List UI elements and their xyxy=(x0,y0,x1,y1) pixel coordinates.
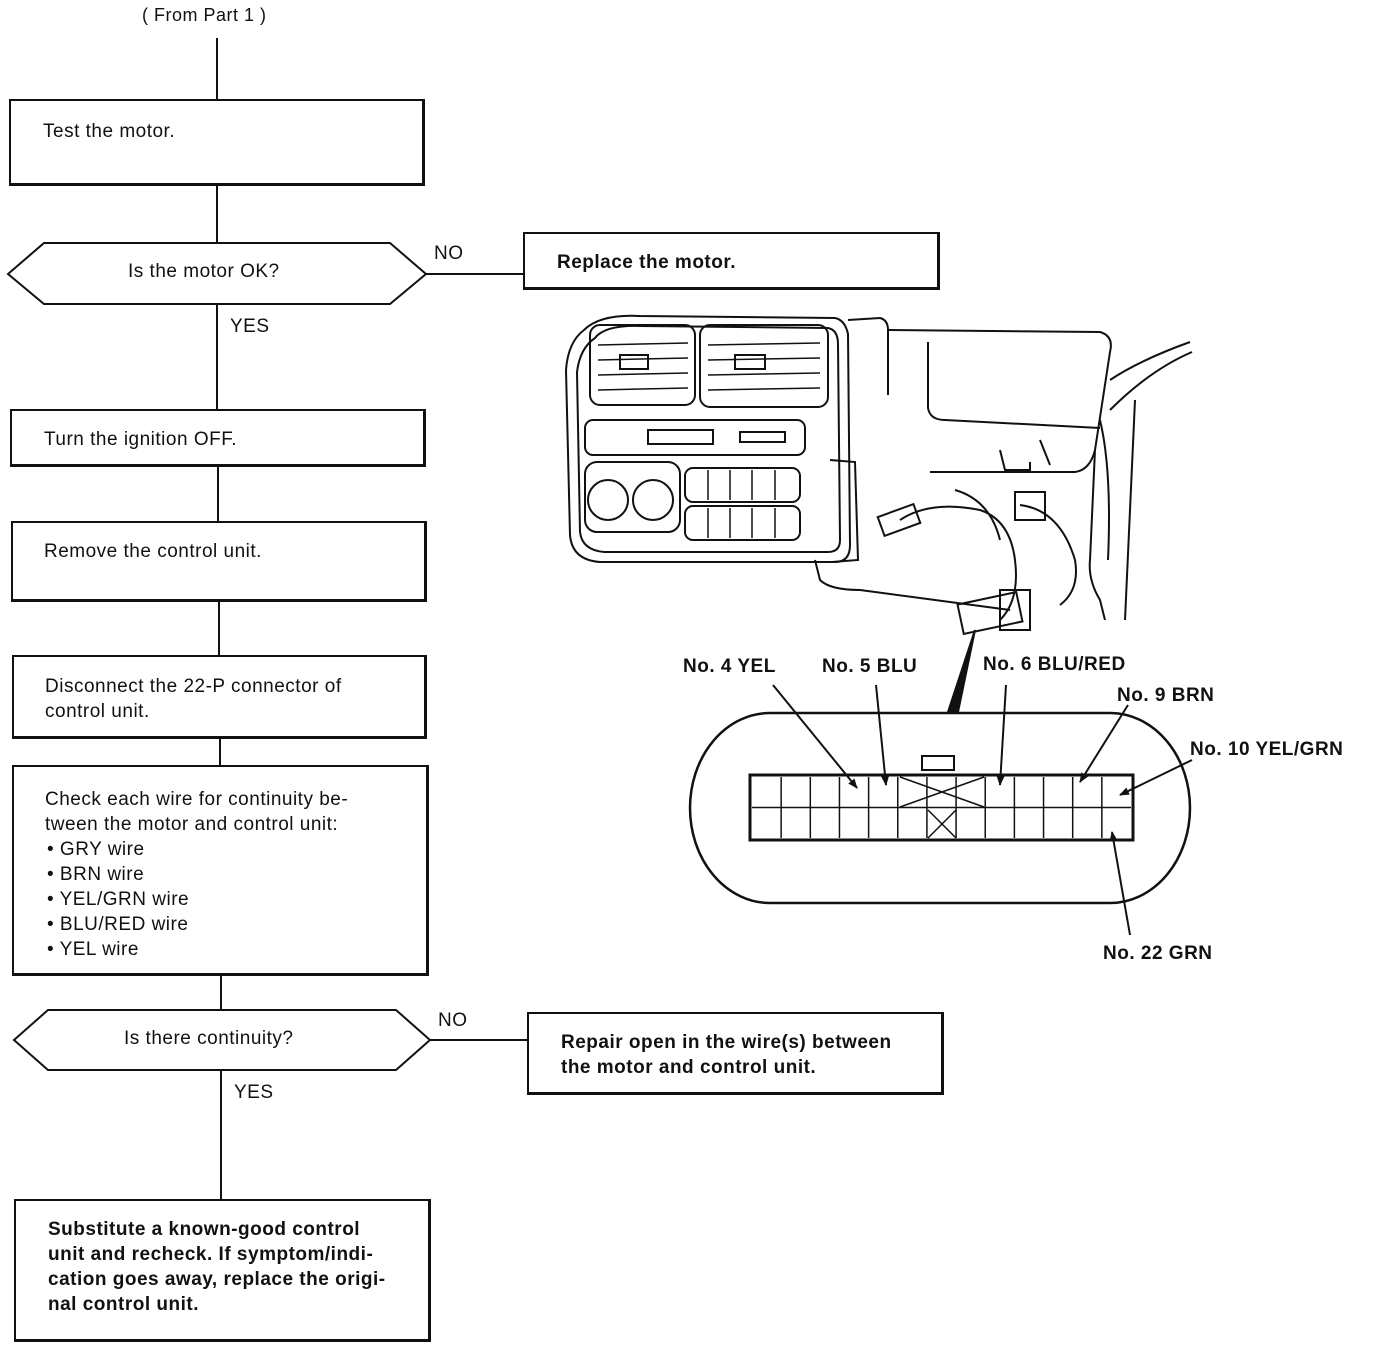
arrow-pin6 xyxy=(996,684,1007,786)
pin4-label: No. 4 YEL xyxy=(683,656,776,677)
arrow-pin4 xyxy=(772,684,858,789)
pin22-label: No. 22 GRN xyxy=(1103,943,1213,964)
yes-label-2: YES xyxy=(234,1082,274,1103)
step-replace-motor: Replace the motor. xyxy=(523,232,940,290)
step-replace-motor-text: Replace the motor. xyxy=(557,252,736,273)
step-substitute: Substitute a known-good control unit and… xyxy=(14,1199,431,1342)
step-repair: Repair open in the wire(s) between the m… xyxy=(527,1012,944,1095)
connector-22p-view xyxy=(688,711,1192,905)
pin9-label: No. 9 BRN xyxy=(1117,685,1215,706)
no-label-1: NO xyxy=(434,243,464,264)
from-part-label: ( From Part 1 ) xyxy=(142,5,267,25)
step-check-wires: Check each wire for continuity be- tween… xyxy=(12,765,429,976)
step-test-motor-text: Test the motor. xyxy=(43,121,176,142)
pin5-label: No. 5 BLU xyxy=(822,656,918,677)
wire-item: • BLU/RED wire xyxy=(47,914,189,935)
dashboard-illustration xyxy=(564,314,1193,713)
yes-label-1: YES xyxy=(230,316,270,337)
step-repair-text: Repair open in the wire(s) between the m… xyxy=(561,1032,892,1078)
step-disconnect-text: Disconnect the 22-P connector of control… xyxy=(45,676,342,722)
step-substitute-text: Substitute a known-good control unit and… xyxy=(48,1219,386,1315)
arrow-pin9 xyxy=(1079,704,1129,783)
decision-continuity xyxy=(12,1009,432,1071)
no-label-2: NO xyxy=(438,1010,468,1031)
arrow-pin22 xyxy=(1109,831,1131,936)
step-test-motor: Test the motor. xyxy=(9,99,425,186)
decision-continuity-text: Is there continuity? xyxy=(124,1028,294,1049)
step-disconnect: Disconnect the 22-P connector of control… xyxy=(12,655,427,739)
step-remove-unit-text: Remove the control unit. xyxy=(44,541,262,562)
wire-item: • GRY wire xyxy=(47,839,145,860)
arrow-pin5 xyxy=(875,684,890,786)
arrow-pin10 xyxy=(1119,759,1193,796)
wire-item: • BRN wire xyxy=(47,864,145,885)
pin-leader-arrows xyxy=(772,684,1193,936)
step-remove-unit: Remove the control unit. xyxy=(11,521,427,602)
pin10-label: No. 10 YEL/GRN xyxy=(1190,739,1344,760)
step-turn-ignition: Turn the ignition OFF. xyxy=(10,409,426,467)
step-check-intro: Check each wire for continuity be- tween… xyxy=(45,789,349,835)
wire-item: • YEL wire xyxy=(47,939,139,960)
step-turn-ignition-text: Turn the ignition OFF. xyxy=(44,429,237,450)
decision-motor-ok xyxy=(6,242,428,305)
wire-item: • YEL/GRN wire xyxy=(47,889,190,910)
pin6-label: No. 6 BLU/RED xyxy=(983,654,1126,675)
decision-motor-ok-text: Is the motor OK? xyxy=(128,261,280,282)
